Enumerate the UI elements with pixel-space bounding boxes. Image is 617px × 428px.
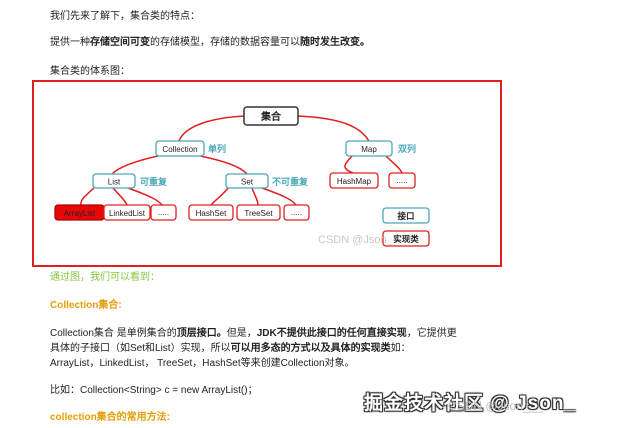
node-set-more <box>283 204 310 221</box>
collection-para-line-2: 具体的子接口（如Set和List）实现，所以可以用多态的方式以及具体的实现类如： <box>50 343 411 354</box>
legend-interface <box>382 207 430 224</box>
legend-impl-label: 实现类 <box>393 234 419 244</box>
diagram-watermark: CSDN @Json_ <box>318 234 394 246</box>
node-map <box>345 140 393 157</box>
node-hashset <box>188 204 234 221</box>
map-note: 双列 <box>398 143 416 154</box>
csdn-watermark: CSDN @Json___ <box>448 399 543 413</box>
node-hashmap <box>329 172 379 189</box>
node-map-more <box>388 172 416 189</box>
through-text: 通过图，我们可以看到： <box>50 272 160 283</box>
methods-heading: collection集合的常用方法: <box>50 412 171 423</box>
diagram-connectors <box>80 115 403 206</box>
example-code: 比如：Collection<String> c = new ArrayList(… <box>50 385 258 396</box>
collection-note: 单列 <box>208 143 226 154</box>
intro-line-1: 我们先来了解下，集合类的特点： <box>50 11 200 22</box>
node-linkedlist <box>103 204 151 221</box>
node-set-label: Set <box>241 178 254 187</box>
set-note: 不可重复 <box>272 176 309 187</box>
node-list-more <box>150 204 177 221</box>
legend-impl <box>382 230 430 247</box>
node-treeset <box>236 204 281 221</box>
node-hashset-label: HashSet <box>196 209 227 218</box>
node-linkedlist-label: LinkedList <box>109 209 146 218</box>
node-collection-label: Collection <box>162 145 197 154</box>
intro-line-2: 提供一种存储空间可变的存储模型，存储的数据容量可以随时发生改变。 <box>50 37 370 48</box>
node-map-label: Map <box>361 145 377 154</box>
node-set <box>225 173 269 189</box>
node-map-more-label: ..... <box>396 176 407 185</box>
node-root-label: 集合 <box>260 110 282 123</box>
node-hashmap-label: HashMap <box>337 177 372 186</box>
node-collection <box>155 140 205 157</box>
node-set-more-label: ..... <box>291 208 302 217</box>
node-arraylist-label: ArrayList <box>64 209 96 218</box>
diagram-frame <box>32 80 502 267</box>
list-note: 可重复 <box>140 176 168 187</box>
system-label: 集合类的体系图： <box>50 66 130 77</box>
node-list-label: List <box>108 178 121 187</box>
collection-para-line-1: Collection集合 是单例集合的顶层接口。但是，JDK不提供此接口的任何直… <box>50 328 457 339</box>
node-root <box>243 106 299 126</box>
legend-interface-label: 接口 <box>397 211 414 221</box>
collection-para-line-3: ArrayList，LinkedList， TreeSet，HashSet等来创… <box>50 358 355 369</box>
juejin-watermark: 掘金技术社区 @ Json_ <box>364 393 576 414</box>
node-list-more-label: ..... <box>158 208 169 217</box>
node-list <box>92 173 136 189</box>
node-treeset-label: TreeSet <box>244 209 273 218</box>
collection-heading: Collection集合: <box>50 300 122 311</box>
